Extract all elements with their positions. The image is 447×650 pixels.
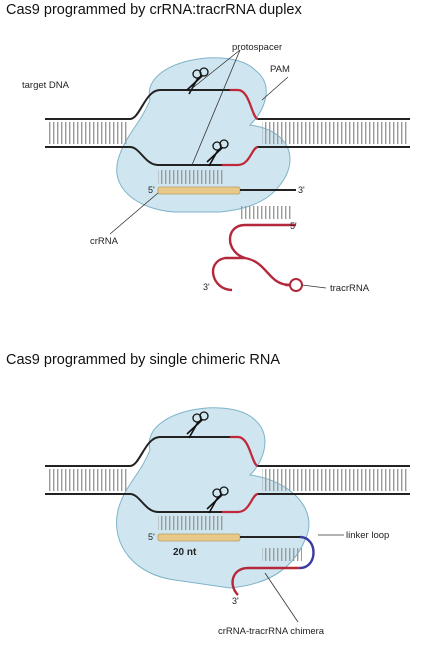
tracrrna-strand [211, 223, 296, 292]
base-pairs-left [48, 122, 128, 144]
label-3prime: 3' [298, 185, 305, 195]
scissors-icon [206, 139, 229, 167]
base-pairs-left [48, 469, 128, 491]
pam-bottom [230, 435, 259, 468]
crrna-tracrrna-pairing [240, 206, 292, 219]
label-target-dna: target DNA [22, 80, 70, 91]
panel-bottom: linker loop 20 nt crRNA-tracrRNA chimera… [45, 407, 410, 637]
label-linker-loop: linker loop [346, 530, 389, 541]
chimera-tracr-strand [231, 566, 300, 596]
label-3prime: 3' [232, 596, 239, 606]
label-5prime: 5' [148, 185, 155, 195]
panel-top: protospacer PAM target DNA crRNA tracrRN… [22, 42, 410, 294]
panel-bottom-title: Cas9 programmed by single chimeric RNA [6, 352, 280, 368]
scissors-icon [206, 486, 229, 514]
label-tracrrna: tracrRNA [330, 283, 370, 294]
label-chimera: crRNA-tracrRNA chimera [218, 626, 325, 637]
base-pairs-right [262, 122, 407, 144]
guide-pairing [158, 516, 223, 530]
scissors-icon [186, 411, 209, 439]
label-crrna: crRNA [90, 236, 119, 247]
label-protospacer: protospacer [232, 42, 282, 53]
crrna-pairing [158, 170, 223, 184]
label-5prime: 5' [290, 221, 297, 231]
guide-20nt [157, 533, 241, 542]
target-dna-top [45, 88, 410, 167]
linker-loop [299, 535, 315, 570]
panel-top-title: Cas9 programmed by crRNA:tracrRNA duplex [6, 2, 302, 18]
pam-top [230, 88, 259, 121]
scissors-icon [186, 67, 209, 95]
label-5prime: 5' [148, 532, 155, 542]
base-pairs-right [262, 469, 407, 491]
label-pam: PAM [270, 64, 290, 75]
target-dna-bottom [45, 435, 410, 514]
label-20nt: 20 nt [173, 547, 197, 558]
label-3prime: 3' [203, 282, 210, 292]
chimera-pairing [262, 548, 302, 561]
crrna-guide [157, 186, 241, 195]
tracrrna-hairpin [289, 278, 303, 292]
cas9-protein-bottom [116, 407, 310, 589]
